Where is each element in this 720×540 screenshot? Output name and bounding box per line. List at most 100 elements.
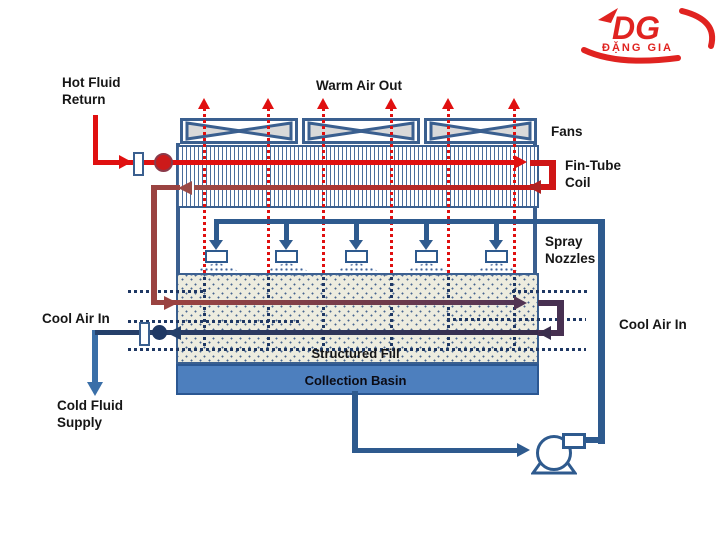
fill-pass3-arrow-icon: [514, 296, 527, 310]
cool-air-flow-line-bottom: [128, 348, 586, 351]
coil-pass2-pipe: [194, 185, 530, 190]
warm-air-arrow-icon: [198, 98, 210, 109]
pump-discharge-pipe: [580, 437, 605, 443]
spray-down-arrow-icon: [209, 240, 223, 250]
spray-nozzle: [205, 250, 228, 263]
downcomer-stub: [151, 185, 180, 190]
cool-air-in-right-label: Cool Air In: [619, 317, 687, 332]
warm-air-arrow-icon: [385, 98, 397, 109]
warm-air-arrow-icon: [508, 98, 520, 109]
cool-air-in-left-label: Cool Air In: [42, 311, 110, 326]
fin-tube-coil-section: [176, 145, 539, 208]
spray-cone: [389, 262, 465, 278]
cool-air-flow-line-right: [512, 290, 588, 293]
fan-blade-icon: [185, 121, 293, 141]
spray-nozzles-label: Spray Nozzles: [545, 234, 596, 266]
warm-air-flow-line: [322, 108, 325, 274]
spray-nozzle: [345, 250, 368, 263]
warm-air-out-label: Warm Air Out: [316, 78, 403, 93]
air-flow-line-fill: [267, 277, 270, 347]
downcomer-pipe: [151, 185, 157, 305]
spray-nozzle: [485, 250, 508, 263]
nozzle-drop-pipe: [424, 222, 429, 240]
warm-air-flow-line: [447, 108, 450, 274]
cold-fluid-down-arrow-icon: [87, 382, 103, 396]
tower-left-wall: [176, 143, 180, 391]
coil-pass1-arrow-icon: [514, 155, 527, 169]
tower-right-wall: [533, 143, 537, 391]
collection-basin-label: Collection Basin: [304, 373, 407, 388]
cold-fluid-supply-pipe: [92, 330, 98, 383]
nozzle-drop-pipe: [214, 222, 219, 240]
cool-air-flow-line-left: [128, 290, 206, 293]
cool-air-flow-line-right: [447, 318, 586, 321]
basin-outlet-pipe: [352, 391, 358, 453]
fill-pass4-arrow-icon: [538, 326, 551, 340]
air-flow-line-fill: [322, 277, 325, 347]
spray-riser-pipe: [598, 219, 605, 444]
cold-fluid-exit-arrow-icon: [167, 326, 181, 340]
fill-ubend-pipe: [538, 300, 564, 306]
spray-cone: [319, 262, 395, 278]
hot-fluid-inlet-pipe: [93, 115, 98, 165]
spray-down-arrow-icon: [489, 240, 503, 250]
nozzle-drop-pipe: [494, 222, 499, 240]
fill-ubend-pipe: [538, 330, 564, 336]
fill-ubend-pipe: [557, 300, 564, 336]
spray-cone: [249, 262, 325, 278]
spray-down-arrow-icon: [419, 240, 433, 250]
hot-fluid-valve: [133, 152, 144, 176]
spray-cone: [459, 262, 535, 278]
warm-air-arrow-icon: [317, 98, 329, 109]
cold-fluid-port: [152, 325, 167, 340]
warm-air-arrow-icon: [442, 98, 454, 109]
cool-air-flow-line-left: [128, 320, 300, 323]
fans-label: Fans: [551, 124, 583, 139]
warm-air-flow-line: [203, 108, 206, 274]
coil-pass1-pipe: [93, 160, 517, 165]
hot-fluid-return-label: Hot Fluid Return: [62, 75, 121, 107]
pump-suction-arrow-icon: [517, 443, 530, 457]
warm-air-arrow-icon: [262, 98, 274, 109]
collection-basin-section: [176, 364, 539, 395]
nozzle-drop-pipe: [354, 222, 359, 240]
fill-pass4-pipe: [95, 330, 538, 335]
spray-nozzle: [275, 250, 298, 263]
coil-pass2-arrow-icon: [528, 180, 541, 194]
fan-cell-1: [180, 118, 298, 144]
warm-air-flow-line: [390, 108, 393, 274]
air-flow-line-fill: [447, 277, 450, 347]
warm-air-flow-line: [267, 108, 270, 274]
fan-cell-3: [424, 118, 537, 144]
coil-ubend-pipe: [549, 160, 556, 190]
fill-pass3-pipe: [178, 300, 515, 305]
spray-down-arrow-icon: [349, 240, 363, 250]
spray-nozzle: [415, 250, 438, 263]
logo-swoosh-icon: DG: [581, 8, 716, 64]
air-flow-line-fill: [390, 277, 393, 347]
structured-fill-label: Structured Fill: [311, 346, 400, 361]
dang-gia-logo: DG ĐẶNG GIA: [578, 4, 718, 66]
hot-fluid-arrow-icon: [119, 155, 132, 169]
fan-blade-icon: [429, 121, 532, 141]
air-flow-line-fill: [203, 277, 206, 347]
spray-cone: [179, 262, 255, 278]
logo-company-name: ĐẶNG GIA: [602, 42, 673, 54]
pump-volute: [562, 433, 586, 449]
nozzle-drop-pipe: [284, 222, 289, 240]
spray-header-pipe: [214, 219, 605, 224]
pump-suction-pipe: [352, 448, 517, 453]
coil-pass2-exit-arrow-icon: [178, 181, 192, 195]
coil-ubend-pipe: [530, 160, 556, 166]
svg-text:DG: DG: [612, 10, 660, 46]
fan-cell-2: [302, 118, 420, 144]
spray-down-arrow-icon: [279, 240, 293, 250]
fin-tube-coil-label: Fin-Tube Coil: [565, 158, 621, 190]
hot-fluid-port: [154, 153, 173, 172]
coil-ubend-pipe: [530, 184, 556, 190]
cold-fluid-supply-label: Cold Fluid Supply: [57, 398, 123, 430]
fill-pass-entry-arrow-icon: [164, 296, 178, 310]
cold-fluid-valve: [139, 322, 150, 346]
air-flow-line-fill: [513, 277, 516, 347]
